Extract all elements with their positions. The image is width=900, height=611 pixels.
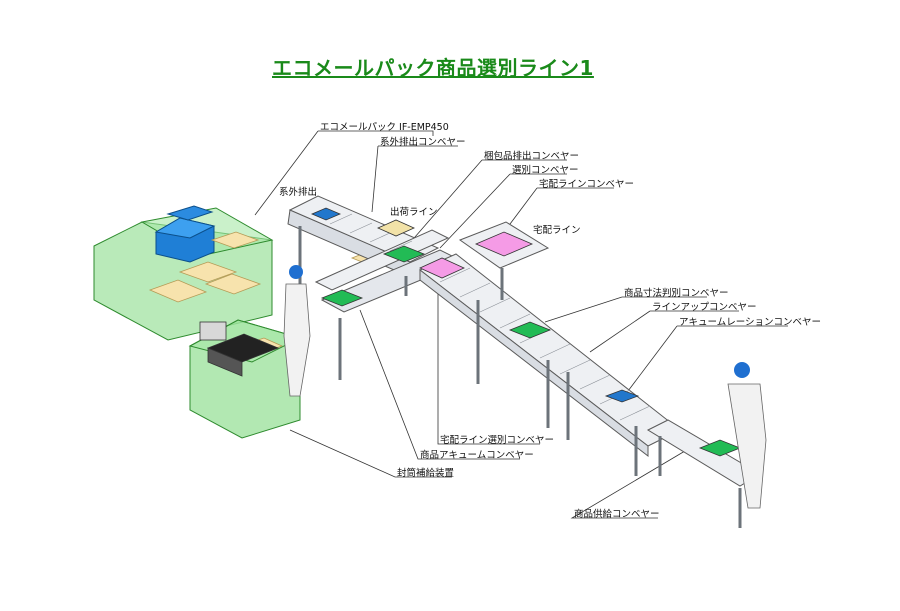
- label-delivery-line-conveyor: 宅配ラインコンベヤー: [539, 179, 635, 190]
- label-accumulation-conveyor: アキュームレーションコンベヤー: [679, 317, 822, 328]
- label-sorting-conveyor: 選別コンベヤー: [512, 165, 579, 176]
- label-outside-discharge-conveyor: 系外排出コンベヤー: [380, 137, 466, 148]
- label-envelope-feeder: 封筒補給装置: [397, 468, 455, 479]
- label-shipping-line: 出荷ライン: [390, 207, 438, 218]
- label-supply-conveyor: 商品供給コンベヤー: [574, 509, 660, 520]
- worker-right: [727, 362, 767, 509]
- conveyor-rollers: [329, 213, 651, 421]
- helmet-icon: [734, 362, 750, 378]
- label-machine: エコメールパック IF-EMP450: [320, 122, 449, 133]
- label-delivery-select-conveyor: 宅配ライン選別コンベヤー: [440, 435, 555, 446]
- label-delivery-line: 宅配ライン: [533, 225, 581, 236]
- label-lineup-conveyor: ラインアップコンベヤー: [652, 302, 757, 313]
- product-trays: [310, 207, 742, 457]
- page-title: エコメールパック商品選別ライン1: [272, 56, 594, 80]
- label-outside-discharge: 系外排出: [279, 187, 318, 198]
- product-stack: [199, 321, 280, 377]
- leader-lines: [254, 130, 788, 519]
- label-product-accum-conveyor: 商品アキュームコンベヤー: [420, 450, 534, 461]
- label-packed-discharge-conveyor: 梱包品排出コンベヤー: [484, 151, 580, 162]
- machine-top-unit: [154, 205, 216, 263]
- helmet-icon: [289, 265, 303, 279]
- label-size-sort-conveyor: 商品寸法判別コンベヤー: [624, 288, 729, 299]
- worker-left: [283, 265, 311, 397]
